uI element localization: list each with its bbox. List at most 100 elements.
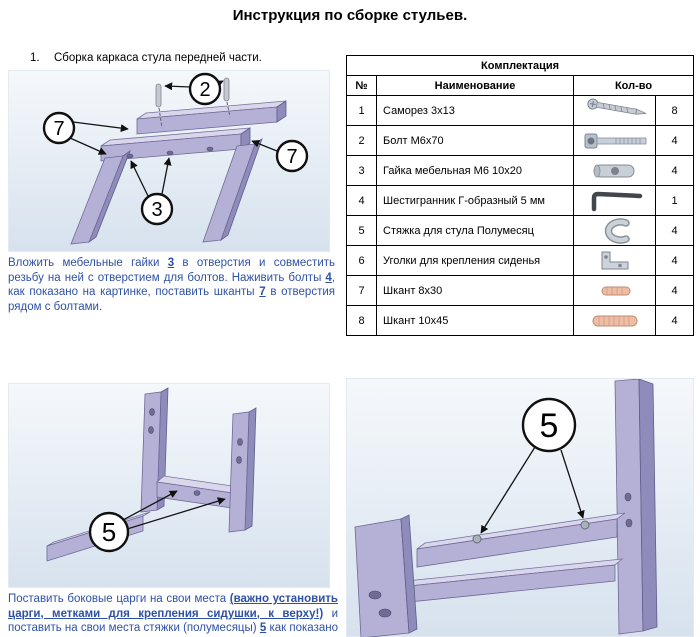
leader-arrow bbox=[69, 137, 107, 155]
leader-arrow bbox=[161, 157, 172, 195]
part-ref-5: 5 bbox=[259, 622, 267, 634]
back-leg bbox=[140, 387, 169, 513]
part-icon-cell bbox=[573, 245, 656, 276]
instruction-text: Поставить боковые царги на свои места bbox=[8, 593, 230, 605]
side-frame-diagram: 5 bbox=[8, 383, 330, 588]
instruction-text: в отверстия и совместить резьбу на ней с… bbox=[8, 257, 336, 284]
part-number: 5 bbox=[346, 215, 377, 246]
leader-arrow bbox=[72, 121, 129, 133]
col-header-name: Наименование bbox=[376, 75, 574, 96]
part-icon-cell bbox=[573, 305, 656, 336]
front-frame-drawing: 2 7 3 7 bbox=[42, 72, 309, 245]
left-leg bbox=[70, 149, 131, 245]
side-frame-drawing: 5 bbox=[46, 387, 257, 562]
instruction-text: в отверстия рядом с болтами. bbox=[8, 286, 335, 313]
leader-arrow bbox=[560, 449, 585, 519]
leader-arrow bbox=[122, 490, 178, 521]
callout-half-moon: 5 bbox=[521, 397, 577, 453]
leader-arrow bbox=[164, 82, 192, 91]
table-row: 3 Гайка мебельная М6 10х20 4 bbox=[346, 155, 695, 186]
part-icon-cell bbox=[573, 155, 656, 186]
parts-table-title: Комплектация bbox=[345, 55, 695, 76]
leader-arrow bbox=[480, 446, 536, 534]
instruction-text: Вложить мебельные гайки bbox=[8, 257, 168, 269]
rail-hole bbox=[126, 153, 134, 159]
back-rail bbox=[136, 100, 287, 135]
corner-leg bbox=[354, 514, 418, 637]
part-icon-cell bbox=[573, 125, 656, 156]
svg-text:7: 7 bbox=[286, 146, 297, 168]
bolt-head bbox=[580, 520, 590, 530]
part-icon-cell bbox=[573, 215, 656, 246]
step1-heading-text: Сборка каркаса стула передней части. bbox=[54, 52, 262, 64]
svg-text:7: 7 bbox=[53, 118, 64, 140]
front-frame-diagram: 2 7 3 7 bbox=[8, 70, 330, 252]
part-qty: 4 bbox=[654, 215, 695, 246]
table-row: 1 Саморез 3х13 bbox=[346, 95, 695, 126]
svg-text:2: 2 bbox=[199, 79, 210, 101]
part-name: Шкант 10х45 bbox=[376, 305, 574, 336]
part-number: 7 bbox=[346, 275, 377, 306]
part-qty: 4 bbox=[654, 275, 695, 306]
part-number: 1 bbox=[346, 95, 377, 126]
table-header-row: № Наименование Кол-во bbox=[346, 75, 695, 96]
col-header-qty: Кол-во bbox=[572, 75, 695, 96]
instruction-text: , как показано на картинке, поставить шк… bbox=[8, 271, 335, 299]
part-icon-cell bbox=[573, 185, 656, 216]
bolt-head bbox=[472, 534, 482, 544]
part-qty: 4 bbox=[654, 305, 695, 336]
part-icon-cell bbox=[573, 95, 656, 126]
table-row: 5 Стяжка для стула Полумесяц 4 bbox=[346, 215, 695, 246]
part-name: Шестигранник Г-образный 5 мм bbox=[376, 185, 574, 216]
table-row: 6 Уголки для крепления сиденья 4 bbox=[346, 245, 695, 276]
instruction-text: и поставить на свои места стяжки (полуме… bbox=[8, 607, 339, 635]
part-number: 2 bbox=[346, 125, 377, 156]
dowel-icon bbox=[601, 286, 630, 295]
part-qty: 1 bbox=[654, 185, 695, 216]
rail-hole bbox=[206, 146, 214, 152]
callout-dowel-right: 7 bbox=[275, 139, 309, 173]
step1-instruction: Вложить мебельные гайки 3 в отверстия и … bbox=[8, 256, 335, 314]
rail-hole bbox=[166, 150, 174, 156]
parts-table: Комплектация № Наименование Кол-во 1 Сам… bbox=[345, 55, 695, 336]
part-name: Саморез 3х13 bbox=[376, 95, 574, 126]
barrel-nut-icon bbox=[593, 164, 634, 177]
col-header-num: № bbox=[346, 75, 377, 96]
part-ref-3: 3 bbox=[167, 257, 175, 269]
step1-number: 1. bbox=[30, 52, 40, 64]
part-number: 3 bbox=[346, 155, 377, 186]
part-icon-cell bbox=[573, 275, 656, 306]
table-row: 7 Шкант 8х30 4 bbox=[346, 275, 695, 306]
leader-arrow bbox=[251, 139, 278, 152]
table-row: 4 Шестигранник Г-образный 5 мм 1 bbox=[346, 185, 695, 216]
bolt-pin bbox=[223, 77, 231, 118]
leader-arrow bbox=[130, 160, 149, 197]
front-leg bbox=[228, 407, 257, 533]
part-name: Шкант 8х30 bbox=[376, 275, 574, 306]
callout-half-moon: 5 bbox=[88, 511, 130, 553]
part-ref-4: 4 bbox=[325, 271, 332, 284]
part-qty: 4 bbox=[654, 125, 695, 156]
table-title-row: Комплектация bbox=[345, 55, 695, 76]
bolt-icon bbox=[584, 133, 646, 148]
dowel-icon bbox=[592, 315, 637, 326]
screw-icon bbox=[586, 98, 646, 115]
seat-corner-drawing: 5 bbox=[354, 379, 658, 637]
part-ref-7: 7 bbox=[259, 286, 266, 298]
table-row: 8 Шкант 10х45 4 bbox=[346, 305, 695, 336]
part-qty: 8 bbox=[654, 95, 695, 126]
right-leg bbox=[202, 137, 263, 243]
back-post bbox=[614, 379, 658, 635]
important-note: (важно установить царги, метками для кре… bbox=[8, 593, 338, 620]
callout-nut: 3 bbox=[140, 192, 174, 226]
part-name: Уголки для крепления сиденья bbox=[376, 245, 574, 276]
table-row: 2 Болт М6х70 4 bbox=[346, 125, 695, 156]
part-number: 8 bbox=[346, 305, 377, 336]
front-bottom-rail bbox=[397, 558, 624, 604]
part-name: Болт М6х70 bbox=[376, 125, 574, 156]
step1-heading: 1. Сборка каркаса стула передней части. bbox=[30, 52, 262, 64]
svg-text:3: 3 bbox=[151, 199, 162, 221]
half-moon-bracket-icon bbox=[604, 217, 630, 244]
svg-text:5: 5 bbox=[102, 517, 116, 547]
